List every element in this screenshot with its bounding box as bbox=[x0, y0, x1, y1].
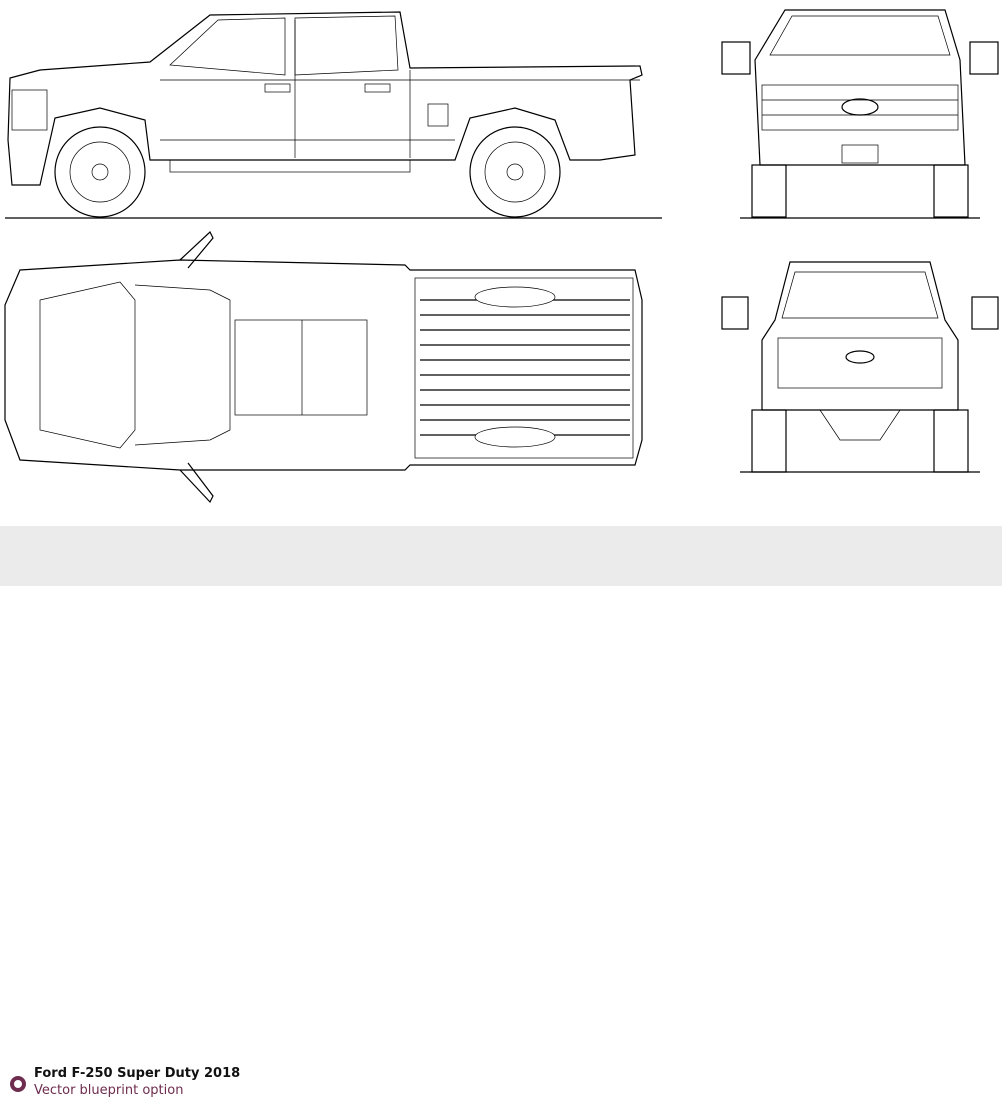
top-view bbox=[4, 231, 643, 504]
caption-title: Ford F-250 Super Duty 2018 bbox=[34, 1066, 241, 1081]
caption-subtitle[interactable]: Vector blueprint option bbox=[34, 1083, 184, 1098]
front-view bbox=[721, 9, 999, 219]
bullet-icon bbox=[10, 1076, 26, 1092]
side-view bbox=[5, 11, 662, 219]
rear-view bbox=[721, 261, 999, 473]
caption-bar: Ford F-250 Super Duty 2018 Vector bluepr… bbox=[0, 526, 1002, 1098]
blueprint-drawing bbox=[4, 9, 999, 504]
